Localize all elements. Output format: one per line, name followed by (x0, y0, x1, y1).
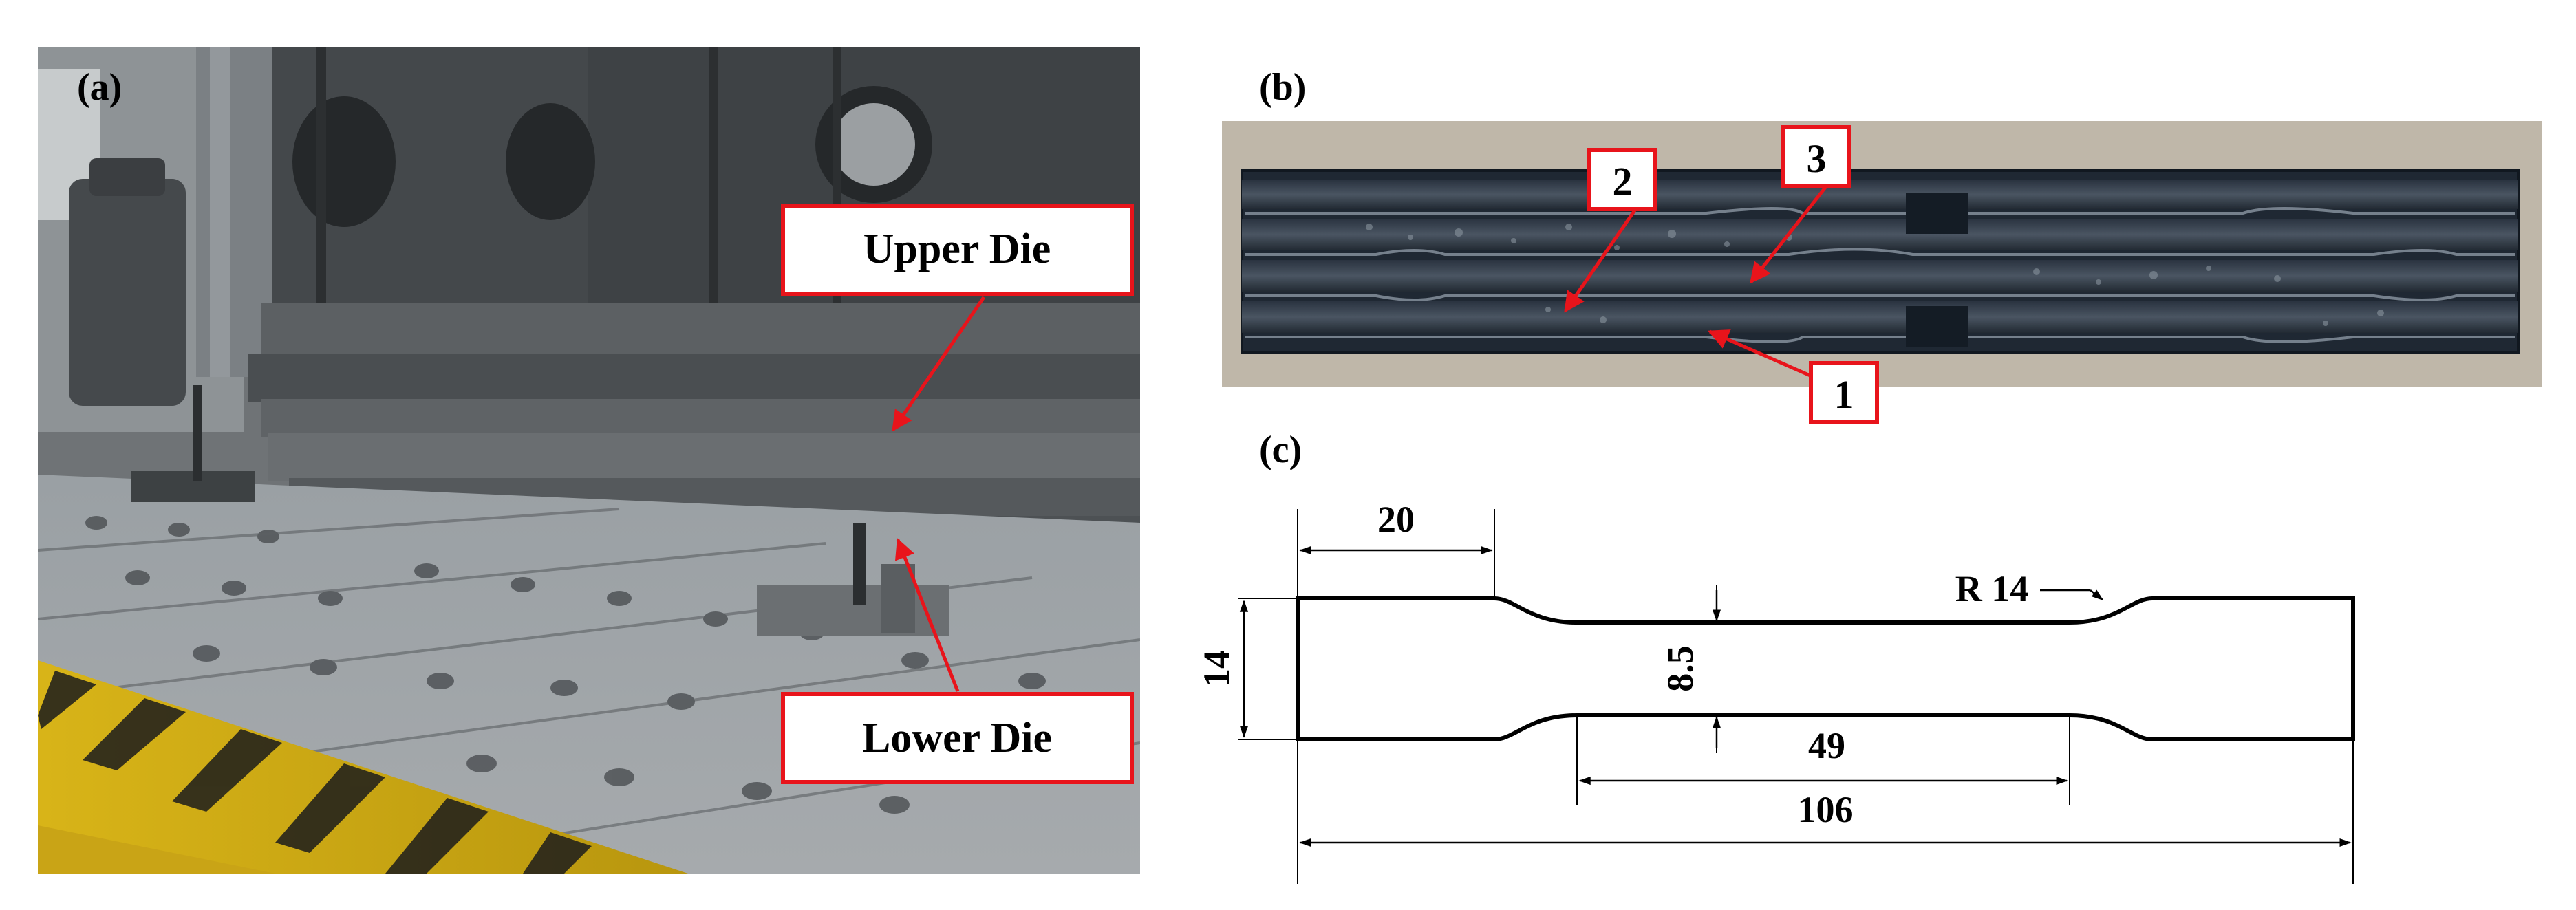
dim-grip-length: 20 (1377, 499, 1415, 540)
panel-a-photo (38, 47, 1140, 874)
marker-1-box (1809, 361, 1879, 424)
upper-die (261, 303, 1140, 358)
dim-parallel-length: 49 (1808, 725, 1845, 766)
lower-die-arrow (894, 538, 960, 692)
marker-2-text: 2 (1613, 159, 1633, 204)
marker-3-box (1781, 125, 1852, 188)
upper-die-callout-box (781, 204, 1134, 296)
marker-2-arrow (1563, 205, 1640, 313)
cylinder (69, 179, 186, 406)
lower-die-callout-box (781, 692, 1134, 784)
panel-b-label: (b) (1259, 66, 1306, 109)
marker-2-box (1587, 148, 1657, 211)
upper-die-callout-text: Upper Die (863, 226, 1051, 272)
hazard-stripe-base (38, 660, 688, 874)
lower-die-callout-text: Lower Die (862, 715, 1052, 761)
marker-3-text: 3 (1807, 136, 1827, 181)
lower-die (268, 433, 1140, 481)
marker-1-arrow (1708, 329, 1818, 380)
marker-3-arrow (1750, 184, 1828, 284)
dim-radius: R 14 (1955, 568, 2029, 609)
panel-c-label: (c) (1259, 429, 1302, 471)
marker-1-text: 1 (1834, 372, 1854, 417)
dim-width: 14 (1196, 650, 1237, 687)
guide-column-left (196, 47, 272, 377)
dim-total-length: 106 (1798, 789, 1854, 830)
upper-die-arrow (891, 296, 986, 432)
panel-a-label: (a) (77, 66, 122, 109)
specimen-outline (1296, 596, 2355, 741)
panel-b-photo (1222, 121, 2542, 387)
dim-gauge-width: 8.5 (1660, 645, 1701, 692)
dim-line-radius-arrow (2090, 589, 2104, 601)
